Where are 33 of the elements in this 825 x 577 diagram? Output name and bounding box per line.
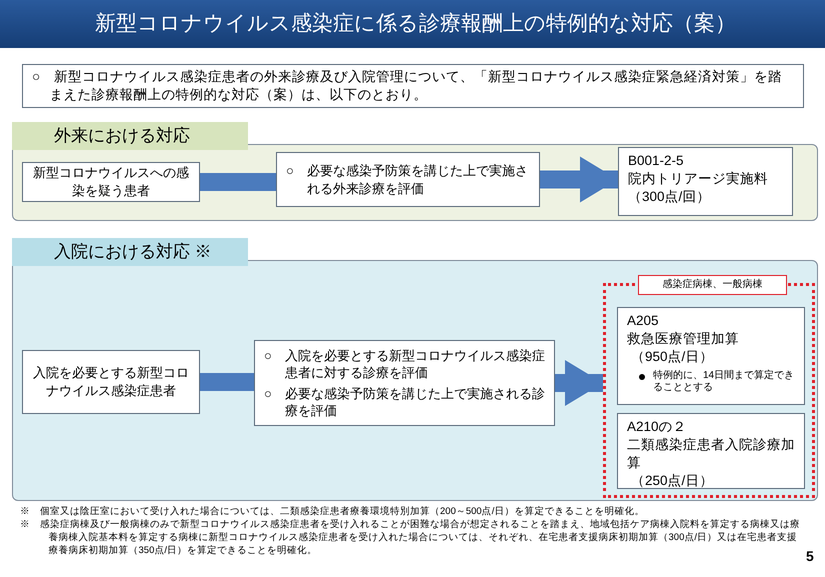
box-text: ○ 必要な感染予防策を講じた上で実施される外来診療を評価	[286, 162, 529, 198]
section-heading: 外来における対応	[12, 122, 248, 150]
text-box	[22, 350, 200, 414]
text-box	[254, 340, 555, 426]
text-box	[618, 147, 793, 216]
box-text: 二類感染症患者入院診療加算	[627, 436, 795, 472]
text-box	[22, 64, 804, 108]
box-text: 院内トリアージ実施料	[628, 170, 768, 188]
bullet-text: ○ 入院を必要とする新型コロナウイルス感染症患者に対する診療を評価	[264, 347, 545, 381]
group-label: 感染症病棟、一般病棟	[638, 275, 787, 295]
block-arrow	[540, 156, 618, 202]
box-text: B001-2-5	[628, 152, 685, 170]
box-text: 入院を必要とする新型コロナウイルス感染症患者	[32, 364, 190, 400]
box-text: A205	[627, 312, 660, 330]
title-bar: 新型コロナウイルス感染症に係る診療報酬上の特例的な対応（案）	[0, 0, 825, 48]
note-text: 特例的に、14日間まで算定できることとする	[653, 370, 795, 394]
footnote: ※ 個室又は陰圧室において受け入れた場合については、二類感染症患者療養環境特別加算（200～500点/日）を算定できることを明確化。	[20, 505, 646, 518]
box-text: （300点/回）	[628, 188, 712, 206]
bullet-text: ○ 必要な感染予防策を講じた上で実施される診療を評価	[264, 385, 545, 419]
block-arrow	[555, 360, 603, 406]
box-text: A210の２	[627, 418, 688, 436]
intro-text: ○ 新型コロナウイルス感染症患者の外来診療及び入院管理について、「新型コロナウイルス感染症緊急経済対策」を踏まえた診療報酬上の特例的な対応（案）は、以下のとおり。	[32, 68, 784, 104]
page-number: 5	[806, 547, 814, 566]
box-text: 新型コロナウイルスへの感染を疑う患者	[32, 164, 190, 200]
text-box	[617, 413, 805, 489]
text-box	[276, 152, 540, 207]
text-box	[617, 307, 805, 405]
footnote: ※ 感染症病棟及び一般病棟のみで新型コロナウイルス感染症患者を受け入れることが困難な場合が想定されることを踏まえ、地域包括ケア病棟入院料を算定する病棟又は療養病棟入院基本料を算定する病棟に新型コロナウイルス感染症患者を受け入れた場合については、それぞれ、在宅患者支援病床初期加算（300点/日）又は在宅患者支援療養病床初期加算（350点/日）を算定できることを明確化。	[20, 518, 800, 557]
box-text: （250点/日）	[630, 472, 714, 490]
box-text: （950点/日）	[630, 348, 714, 366]
box-text: 救急医療管理加算	[627, 330, 740, 348]
section-heading: 入院における対応 ※	[12, 238, 248, 266]
text-box	[22, 162, 200, 202]
